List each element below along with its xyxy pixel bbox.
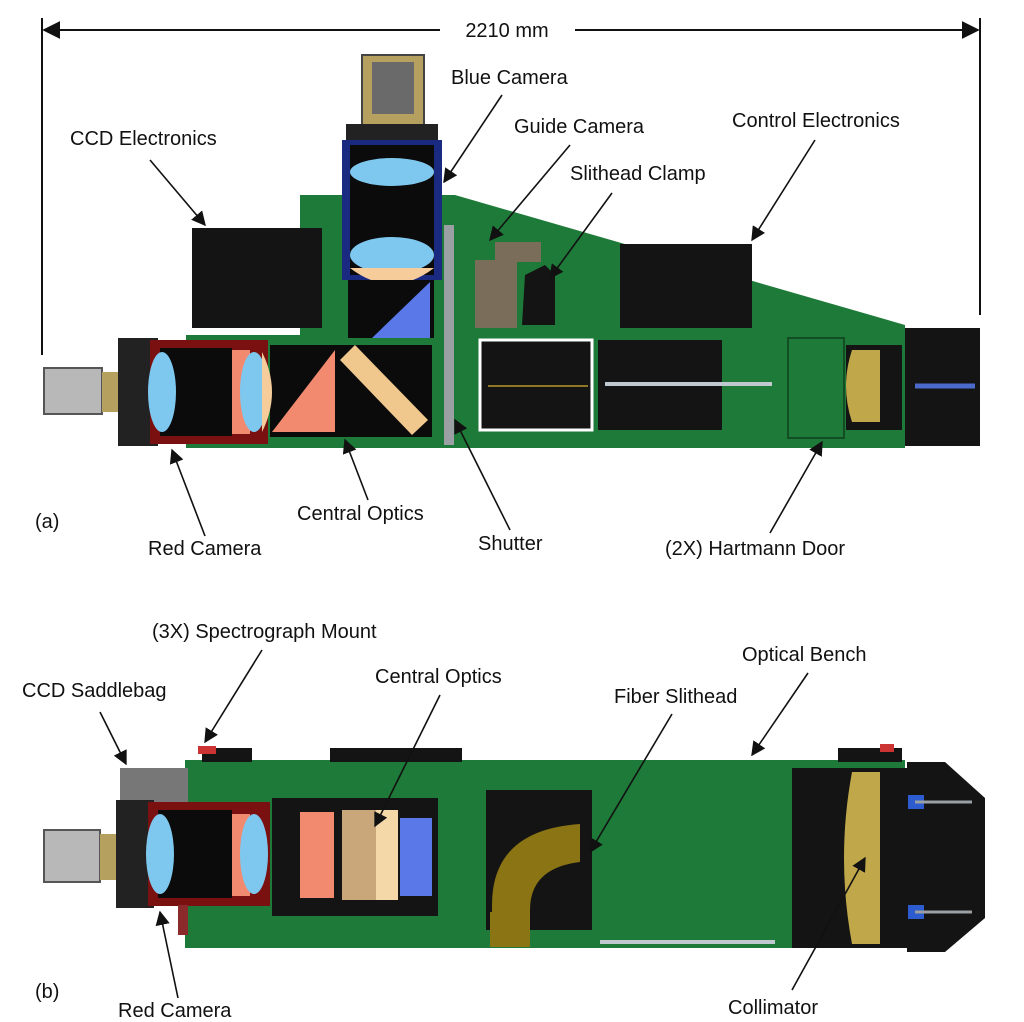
blue-prism xyxy=(372,282,430,338)
salmon-element-b xyxy=(300,812,334,898)
label-optical-bench: Optical Bench xyxy=(742,644,867,666)
label-blue-camera: Blue Camera xyxy=(451,67,569,89)
control-electronics-box xyxy=(620,244,752,328)
guide-camera-body xyxy=(475,260,517,328)
blue-camera-mount xyxy=(346,124,438,144)
label-shutter: Shutter xyxy=(478,533,543,555)
panel-a-drawing xyxy=(43,54,980,448)
label-central-optics-b: Central Optics xyxy=(375,666,502,688)
tan-element-b xyxy=(342,810,378,900)
label-control-electronics: Control Electronics xyxy=(732,110,900,132)
dichroic-plate xyxy=(340,345,428,435)
label-collimator: Collimator xyxy=(728,997,818,1019)
fiber-slithead-part xyxy=(492,824,580,935)
dimension-2210mm: 2210 mm xyxy=(41,18,981,355)
label-spectrograph-mount: (3X) Spectrograph Mount xyxy=(152,621,377,643)
label-red-camera-a: Red Camera xyxy=(148,538,262,560)
guide-camera-top xyxy=(495,242,541,262)
label-fiber-slithead: Fiber Slithead xyxy=(614,686,737,708)
panel-label-a: (a) xyxy=(35,511,59,533)
blue-camera-lens-bottom xyxy=(350,237,434,273)
label-ccd-saddlebag: CCD Saddlebag xyxy=(22,680,167,702)
label-central-optics-a: Central Optics xyxy=(297,503,424,525)
slithead-clamp-part xyxy=(522,265,555,325)
spectrograph-mount-pad xyxy=(198,746,216,754)
rear-end-b xyxy=(907,762,985,952)
label-hartmann-door: (2X) Hartmann Door xyxy=(665,538,845,560)
red-prism xyxy=(272,350,335,432)
label-ccd-electronics: CCD Electronics xyxy=(70,128,217,150)
label-guide-camera: Guide Camera xyxy=(514,116,645,138)
blue-element-b xyxy=(400,818,432,896)
collimator-mirror xyxy=(844,772,880,944)
panel-b-drawing xyxy=(43,744,985,952)
ccd-electronics-box xyxy=(192,228,322,328)
red-camera-detector-a xyxy=(43,367,103,415)
panel-label-b: (b) xyxy=(35,981,59,1003)
red-camera-detector-b xyxy=(43,829,101,883)
ccd-saddlebag-box xyxy=(120,768,188,806)
shutter-a xyxy=(444,225,454,445)
dimension-label: 2210 mm xyxy=(465,20,548,42)
panel-b-callouts: (3X) Spectrograph Mount CCD Saddlebag Ce… xyxy=(22,621,867,1022)
label-slithead-clamp: Slithead Clamp xyxy=(570,163,706,185)
peach-element-b xyxy=(376,810,398,900)
blue-camera-lens-top xyxy=(350,158,434,186)
hartmann-door-1 xyxy=(478,338,594,432)
label-red-camera-b: Red Camera xyxy=(118,1000,232,1022)
panel-a-callouts: CCD Electronics Blue Camera Guide Camera… xyxy=(35,67,900,560)
